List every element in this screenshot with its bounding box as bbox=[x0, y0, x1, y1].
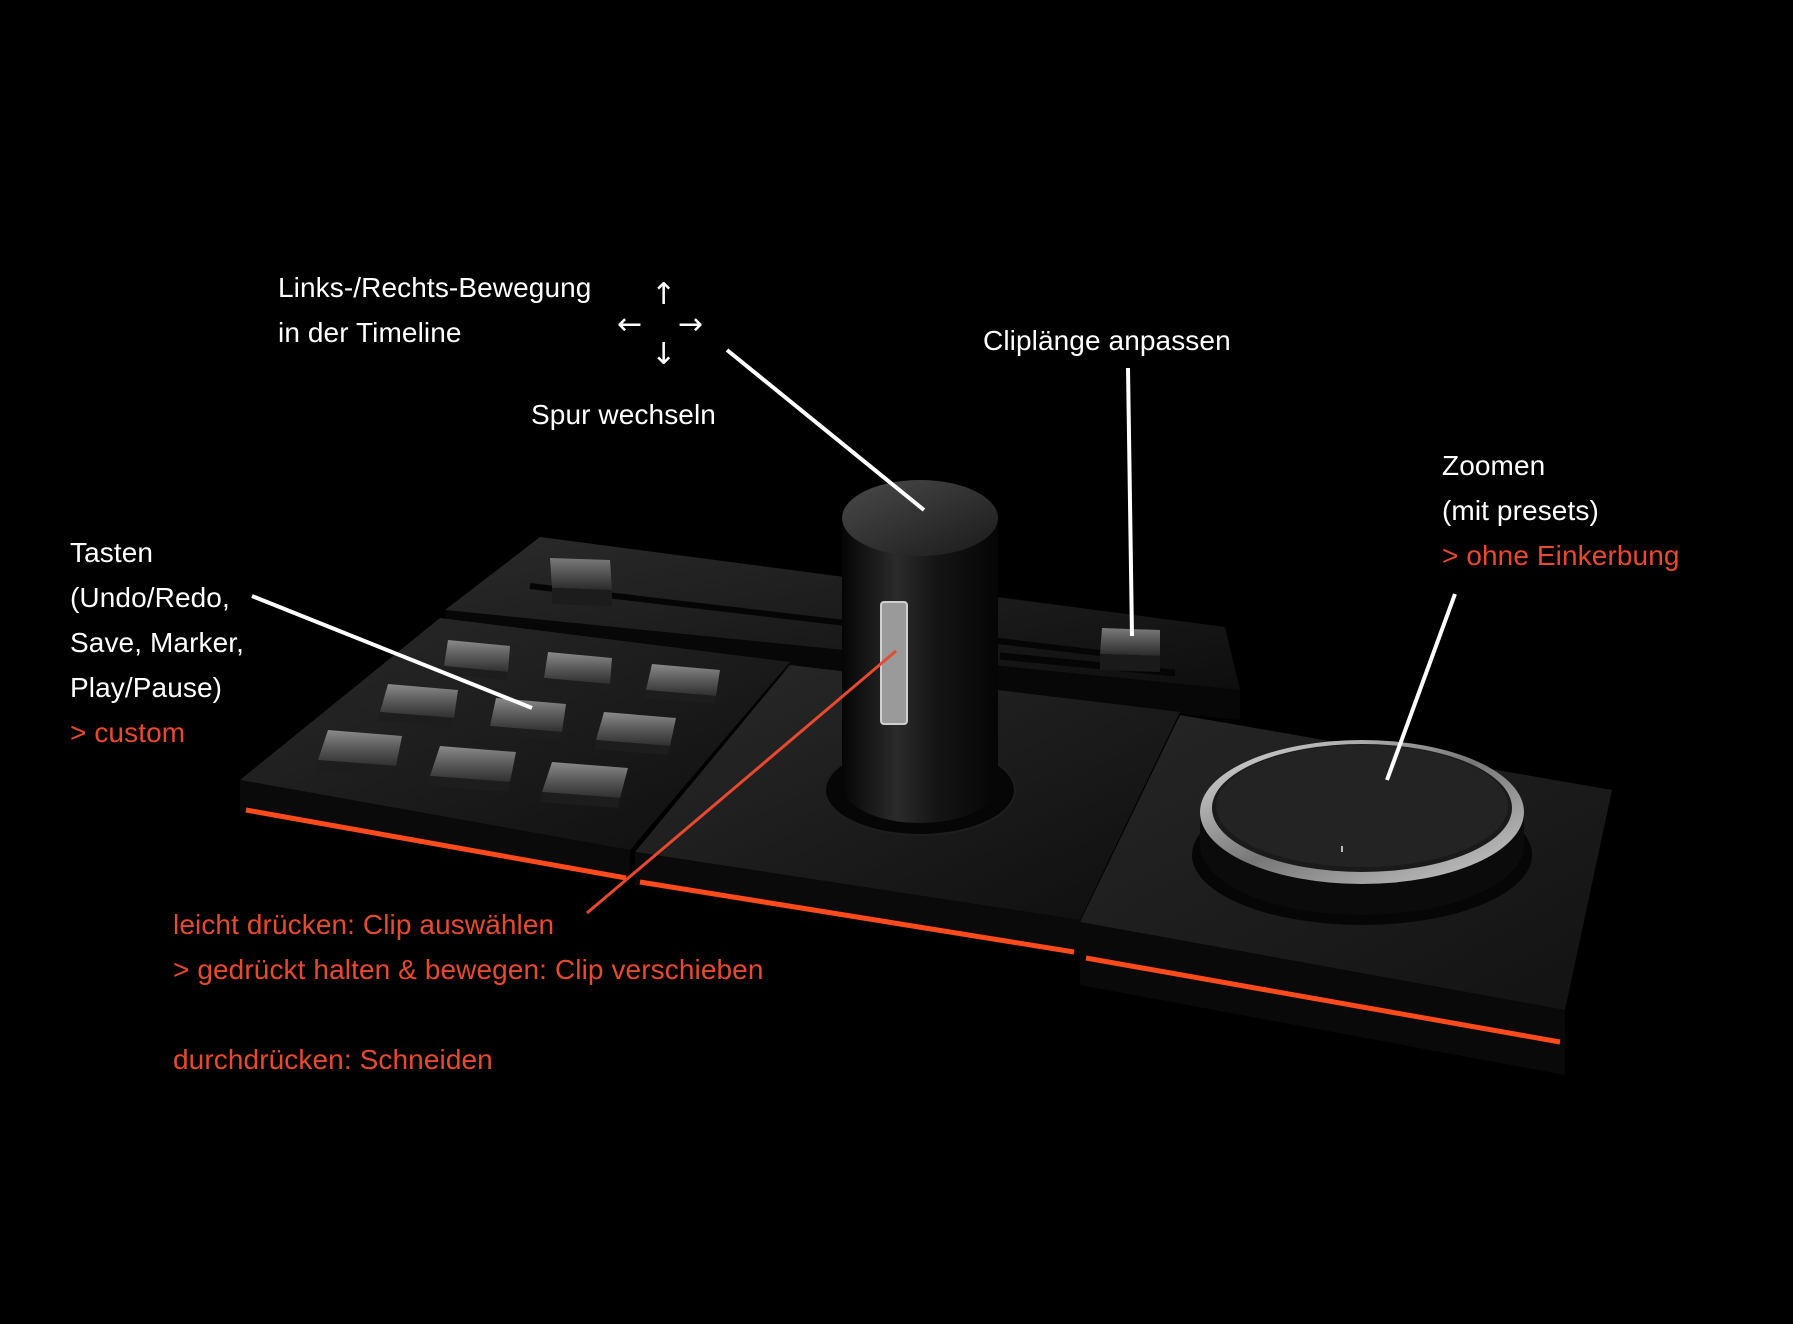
keys-line-3: Save, Marker, bbox=[70, 627, 245, 658]
leader-joystick-press bbox=[586, 649, 897, 915]
key-button-7[interactable] bbox=[316, 730, 402, 776]
keys-line-4: Play/Pause) bbox=[70, 672, 223, 703]
joystick[interactable] bbox=[842, 480, 998, 823]
zoom-annotation: Zoomen (mit presets) > ohne Einkerbung bbox=[1442, 443, 1680, 578]
key-button-1[interactable] bbox=[442, 640, 510, 680]
movement-line-1: Links-/Rechts-Bewegung bbox=[278, 272, 592, 303]
cliplength-annotation: Cliplänge anpassen bbox=[983, 325, 1231, 356]
keys-line-2: (Undo/Redo, bbox=[70, 582, 230, 613]
fader-knob-left[interactable] bbox=[550, 558, 612, 606]
key-button-3[interactable] bbox=[644, 664, 720, 704]
joystick-press-line-2: > gedrückt halten & bewegen: Clip versch… bbox=[173, 954, 764, 985]
key-button-6[interactable] bbox=[594, 712, 676, 755]
movement-annotation: Links-/Rechts-Bewegung in der Timeline bbox=[278, 265, 591, 355]
zoom-line-1: Zoomen bbox=[1442, 450, 1546, 481]
arrow-left-icon: ← bbox=[617, 307, 643, 342]
arrow-up-icon: ↑ bbox=[651, 277, 677, 312]
joystick-press-annotation: leicht drücken: Clip auswählen > gedrück… bbox=[173, 902, 764, 1082]
key-button-9[interactable] bbox=[540, 762, 628, 808]
key-grid bbox=[316, 640, 720, 808]
key-button-8[interactable] bbox=[428, 746, 516, 792]
arrow-right-icon: → bbox=[678, 307, 704, 342]
cliplength-slider-knob[interactable] bbox=[1100, 628, 1160, 672]
joystick-press-line-1: leicht drücken: Clip auswählen bbox=[173, 909, 555, 940]
joystick-indicator bbox=[880, 601, 908, 725]
zoom-line-2: (mit presets) bbox=[1442, 495, 1599, 526]
keys-line-1: Tasten bbox=[70, 537, 154, 568]
keys-annotation: Tasten (Undo/Redo, Save, Marker, Play/Pa… bbox=[70, 530, 244, 755]
leader-cliplength bbox=[1126, 367, 1134, 637]
key-button-2[interactable] bbox=[542, 652, 612, 692]
light-strip-middle bbox=[639, 879, 1075, 955]
light-strip-left bbox=[245, 807, 627, 881]
joystick-press-line-3: durchdrücken: Schneiden bbox=[173, 1044, 493, 1075]
light-strip-right bbox=[1085, 955, 1561, 1045]
key-button-5[interactable] bbox=[488, 698, 566, 741]
key-button-4[interactable] bbox=[378, 684, 458, 727]
leader-joystick-movement bbox=[725, 348, 926, 512]
movement-line-2: in der Timeline bbox=[278, 317, 462, 348]
leader-zoom bbox=[1385, 593, 1457, 781]
track-change-annotation: Spur wechseln bbox=[531, 399, 716, 430]
zoom-note: > ohne Einkerbung bbox=[1442, 540, 1680, 571]
arrow-down-icon: ↓ bbox=[651, 337, 677, 372]
leader-keys bbox=[251, 594, 533, 710]
keys-note: > custom bbox=[70, 717, 186, 748]
zoom-wheel[interactable] bbox=[1200, 740, 1524, 915]
